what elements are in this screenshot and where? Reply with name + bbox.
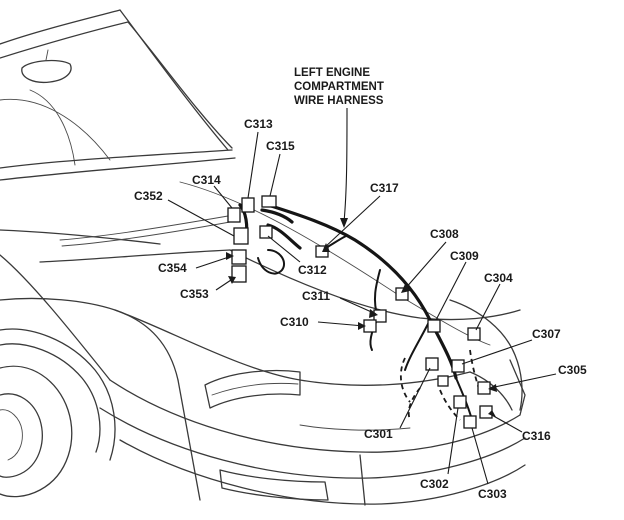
- label-c305: C305: [558, 363, 587, 377]
- label-c353: C353: [180, 287, 209, 301]
- connector-c353: [231, 265, 247, 283]
- connector-c302: [453, 395, 467, 409]
- vehicle-outline: [0, 9, 526, 506]
- label-c304: C304: [484, 271, 513, 285]
- label-c307: C307: [532, 327, 561, 341]
- connector-c314: [227, 207, 241, 223]
- title-line-3: WIRE HARNESS: [294, 95, 384, 107]
- label-c314: C314: [192, 173, 221, 187]
- label-c316: C316: [522, 429, 551, 443]
- label-c352: C352: [134, 189, 163, 203]
- connector-c307: [451, 359, 465, 373]
- label-c302: C302: [420, 477, 449, 491]
- diagram-title: LEFT ENGINE COMPARTMENT WIRE HARNESS: [294, 67, 384, 107]
- label-c310: C310: [280, 315, 309, 329]
- leader-lines: [167, 107, 557, 485]
- connector-c354: [231, 249, 247, 265]
- title-line-2: COMPARTMENT: [294, 81, 384, 93]
- connector-c315: [261, 195, 277, 208]
- label-c354: C354: [158, 261, 187, 275]
- label-c303: C303: [478, 487, 507, 501]
- label-c308: C308: [430, 227, 459, 241]
- connectors: [227, 195, 493, 429]
- label-c317: C317: [370, 181, 399, 195]
- label-c309: C309: [450, 249, 479, 263]
- connector-c312: [259, 225, 273, 239]
- label-c301: C301: [364, 427, 393, 441]
- connector-c352: [233, 227, 249, 245]
- label-c313: C313: [244, 117, 273, 131]
- label-c315: C315: [266, 139, 295, 153]
- label-c311: C311: [302, 289, 330, 303]
- connector-c304: [467, 327, 481, 341]
- label-c312: C312: [298, 263, 327, 277]
- connector-c313: [241, 197, 255, 213]
- connector-labels: C313 C315 C314 C352 C317 C308 C309 C304 …: [134, 117, 587, 501]
- connector-c309: [427, 319, 441, 333]
- connector-c301: [425, 357, 439, 371]
- connector-c305: [477, 381, 491, 395]
- connector-extra: [437, 375, 449, 387]
- connector-c303: [463, 415, 477, 429]
- title-line-1: LEFT ENGINE: [294, 67, 370, 79]
